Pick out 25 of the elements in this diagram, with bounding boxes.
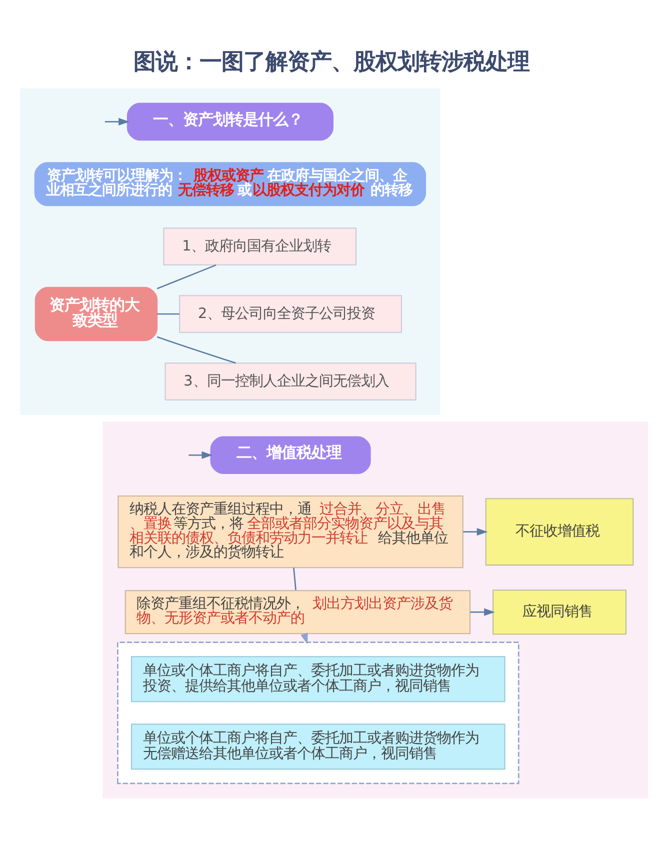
arrow [300,632,308,644]
node-box: 3、同一控制人企业之间无偿划入 [164,362,416,400]
node-box: 资产划转可以理解为：股权或资产在政府与国企之间、企业相互之间所进行的无偿转移或以股权支付为对价的转移 [34,162,426,206]
cluster [117,641,520,784]
node-box: 单位或个体工商户将自产、委托加工或者购进货物作为无偿赠送给其他单位或者个体工商户，视同销售 [131,723,506,770]
node-box: 二、增值税处理 [210,436,371,474]
node-box: 应视同销售 [492,589,626,634]
arrow [104,117,130,126]
node-box: 资产划转的大致类型 [34,286,158,341]
arrow [463,528,488,536]
cluster [102,421,648,798]
connector [156,264,216,289]
connector [157,312,180,314]
arrow [470,608,495,616]
arrow [188,450,213,458]
connector [293,567,296,590]
node-box: 2、母公司向全资子公司投资 [179,294,402,332]
node-box: 一、资产划转是什么？ [126,102,334,140]
node-box: 不征收增值税 [485,498,634,566]
node-box: 1、政府向国有企业划转 [163,227,356,265]
connector [156,336,236,364]
diagram-title: 图说：一图了解资产、股权划转涉税处理 [134,48,530,75]
node-box: 单位或个体工商户将自产、委托加工或者购进货物作为投资、提供给其他单位或者个体工商户，视同销售 [131,656,506,702]
node-box: 纳税人在资产重组过程中，通过合并、分立、出售、置换等方式，将全部或者部分实物资产以及与其相关联的债权、负债和劳动力一并转让给其他单位和个人，涉及的货物转让 [118,495,464,568]
cluster [20,88,441,414]
